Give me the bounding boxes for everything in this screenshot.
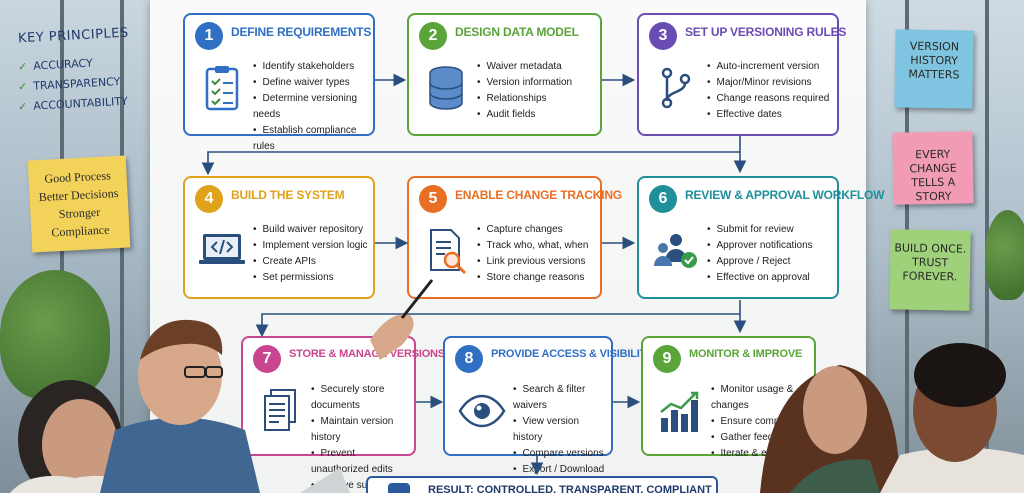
step-title: ENABLE CHANGE TRACKING (455, 188, 622, 202)
step-bullets: Securely store documentsMaintain version… (311, 382, 414, 493)
person-woman-left (10, 380, 140, 493)
step-title: PROVIDE ACCESS & VISIBILITY (491, 348, 654, 360)
bullet-item: Effective dates (707, 107, 829, 123)
bullet-item: Build waiver repository (253, 222, 368, 238)
bullet-item: Create APIs (253, 254, 368, 270)
bullet-item: Determine versioning needs (253, 91, 373, 123)
bullet-item: Iterate & enhance (711, 446, 814, 462)
laptop-corner (300, 468, 350, 493)
person-man-right (880, 343, 1024, 493)
step-title: DEFINE REQUIREMENTS (231, 25, 372, 39)
bullet-item: Search & filter waivers (513, 382, 611, 414)
bullet-item: Approve / Reject (707, 254, 813, 270)
clipboard-icon (197, 63, 247, 113)
shield-icon (388, 483, 410, 493)
bullet-item: Relationships (477, 91, 572, 107)
step-bullets: Search & filter waiversView version hist… (513, 382, 611, 478)
bullet-item: Set permissions (253, 270, 368, 286)
bullet-item: Effective on approval (707, 270, 813, 286)
bar-chart-icon (655, 386, 705, 436)
step-number-badge: 9 (653, 345, 681, 373)
step-number-badge: 7 (253, 345, 281, 373)
bullet-item: Approver notifications (707, 238, 813, 254)
step-bullets: Submit for reviewApprover notificationsA… (707, 222, 813, 286)
step-bullets: Capture changesTrack who, what, whenLink… (477, 222, 589, 286)
bullet-item: Auto-increment version (707, 59, 829, 75)
step-number-badge: 5 (419, 185, 447, 213)
bullet-item: Compare versions (513, 446, 611, 462)
step-card-8: 8 PROVIDE ACCESS & VISIBILITY Search & fil… (443, 336, 653, 475)
step-bullets: Auto-increment versionMajor/Minor revisi… (707, 59, 830, 123)
bullet-item: Securely store documents (311, 382, 414, 414)
step-number-badge: 6 (649, 185, 677, 213)
bullet-item: View version history (513, 414, 611, 446)
plant-left (0, 270, 110, 400)
step-title: REVIEW & APPROVAL WORKFLOW (685, 188, 885, 202)
bullet-item: Audit fields (477, 107, 572, 123)
bullet-item: Prevent unauthorized edits (311, 446, 414, 478)
bullet-item: Store change reasons (477, 270, 588, 286)
branch-icon (651, 63, 701, 113)
step-card-4: 4 BUILD THE SYSTEM Build waiver repository… (183, 176, 375, 299)
document-search-icon (421, 226, 471, 276)
bullet-item: Ensure compliance (711, 414, 814, 430)
step-card-6: 6 REVIEW & APPROVAL WORKFLOW Submit for re… (637, 176, 884, 299)
bullet-item: Define waiver types (253, 75, 373, 91)
step-title: SET UP VERSIONING RULES (685, 25, 847, 39)
person-woman-right (760, 365, 900, 493)
step-card-3: 3 SET UP VERSIONING RULES Auto-increment v… (637, 13, 846, 136)
step-number-badge: 2 (419, 22, 447, 50)
step-card-5: 5 ENABLE CHANGE TRACKING Capture changesTr… (407, 176, 622, 299)
approval-users-icon (651, 226, 701, 276)
bullet-item: Capture changes (477, 222, 588, 238)
step-title: DESIGN DATA MODEL (455, 25, 579, 39)
bullet-item: Monitor usage & changes (711, 382, 814, 414)
result-text: RESULT: CONTROLLED, TRANSPARENT, COMPLIA… (428, 484, 712, 493)
step-bullets: Build waiver repositoryImplement version… (253, 222, 368, 286)
result-banner: RESULT: CONTROLLED, TRANSPARENT, COMPLIA… (366, 476, 718, 493)
bullet-item: Track who, what, when (477, 238, 589, 254)
bullet-item: Identify stakeholders (253, 59, 373, 75)
step-title: STORE & MANAGE VERSIONS (289, 348, 445, 360)
bullet-item: Waiver metadata (477, 59, 572, 75)
step-number-badge: 4 (195, 185, 223, 213)
step-bullets: Monitor usage & changesEnsure compliance… (711, 382, 814, 462)
arrow-3-4 (201, 151, 740, 176)
documents-stack-icon (255, 386, 305, 436)
step-card-1: 1 DEFINE REQUIREMENTS Identify stakeholder… (183, 13, 375, 152)
step-title: MONITOR & IMPROVE (689, 348, 803, 360)
bullet-item: Major/Minor revisions (707, 75, 829, 91)
step-bullets: Identify stakeholdersDefine waiver types… (253, 59, 373, 155)
bullet-item: Implement version logic (253, 238, 368, 254)
step-bullets: Waiver metadataVersion informationRelati… (477, 59, 573, 123)
step-number-badge: 8 (455, 345, 483, 373)
bullet-item: Maintain version history (311, 414, 414, 446)
pointing-hand (370, 279, 434, 360)
person-man-glasses (100, 319, 260, 493)
step-number-badge: 1 (195, 22, 223, 50)
bullet-item: Version information (477, 75, 573, 91)
step-card-2: 2 DESIGN DATA MODEL Waiver metadataVersion… (407, 13, 602, 136)
bullet-item: Export / Download (513, 462, 611, 478)
arrow-6-7 (255, 313, 740, 338)
database-icon (421, 63, 471, 113)
bullet-item: Change reasons required (707, 91, 830, 107)
step-title: BUILD THE SYSTEM (231, 188, 345, 202)
bullet-item: Gather feedback (711, 430, 814, 446)
step-card-7: 7 STORE & MANAGE VERSIONS Securely store d… (241, 336, 445, 491)
step-number-badge: 3 (649, 22, 677, 50)
bullet-item: Establish compliance rules (253, 123, 373, 155)
eye-icon (457, 386, 507, 436)
plant-right (985, 210, 1024, 300)
bullet-item: Link previous versions (477, 254, 588, 270)
laptop-code-icon (197, 226, 247, 276)
bullet-item: Archive superseded versions (311, 478, 414, 493)
bullet-item: Submit for review (707, 222, 813, 238)
